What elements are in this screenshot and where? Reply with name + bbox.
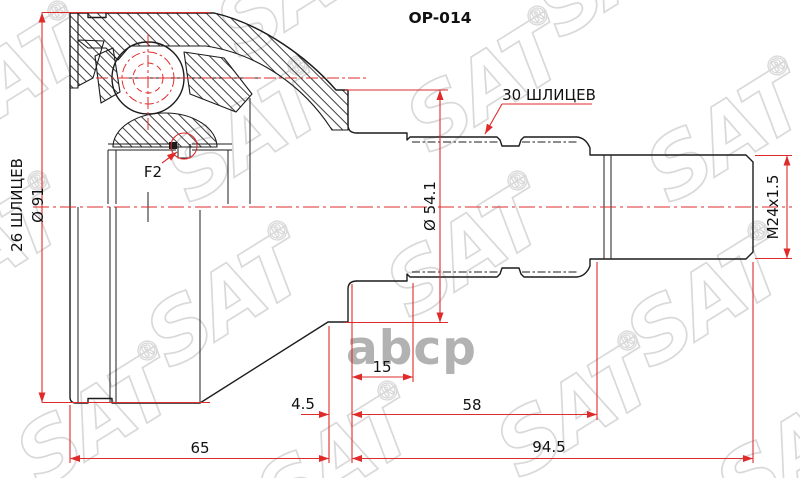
part-geometry (69, 12, 754, 404)
dimension-15: 15 (372, 358, 391, 376)
part-number-title: OP-014 (408, 9, 471, 27)
abcp-logo: abcp (346, 321, 477, 376)
ball-pitch-circle (121, 51, 175, 105)
dimension-65: 65 (190, 439, 209, 457)
dimension-58: 58 (462, 396, 481, 414)
detail-circle-f2 (170, 132, 198, 160)
sat-watermark: SAT ® (698, 361, 800, 478)
leader-arrow-f2 (161, 151, 178, 164)
svg-text:SAT: SAT (369, 161, 569, 337)
bell-rim-wedge-hatch (77, 39, 105, 87)
sat-watermark: SAT ® (238, 371, 440, 478)
outer-diameter-label: Ø 91 (29, 187, 47, 223)
svg-text:SAT: SAT (699, 361, 800, 478)
dimension-94-5: 94.5 (532, 438, 565, 456)
text-layer: OP-014 26 ШЛИЦЕВ Ø 91 30 ШЛИЦЕВ Ø 54.1 M… (8, 9, 782, 457)
svg-text:SAT: SAT (239, 371, 439, 478)
dimension-layer (33, 11, 792, 463)
snap-ring-section (169, 142, 177, 149)
ball-inner-circle (132, 62, 164, 94)
spline-pitch-lines (412, 141, 578, 273)
leader-arrow-30-splines (484, 103, 503, 135)
thread-spec-label: M24x1.5 (764, 175, 782, 240)
inner-race-face-lines (108, 143, 232, 151)
bell-rim-section-hatch (69, 12, 79, 89)
shaft-diameter-label: Ø 54.1 (421, 181, 439, 231)
cage-right-section-hatch (183, 51, 253, 113)
shaft-spline-count-label: 30 ШЛИЦЕВ (502, 86, 596, 104)
shaft-outline (356, 132, 754, 282)
snap-ring-groove (177, 144, 191, 159)
inner-race-dome-hatch (112, 112, 218, 148)
sat-watermark: SAT ® (368, 161, 570, 338)
dimension-4-5: 4.5 (291, 395, 315, 413)
detail-f2-label: F2 (144, 163, 162, 181)
inner-spline-count-label: 26 ШЛИЦЕВ (8, 158, 26, 252)
